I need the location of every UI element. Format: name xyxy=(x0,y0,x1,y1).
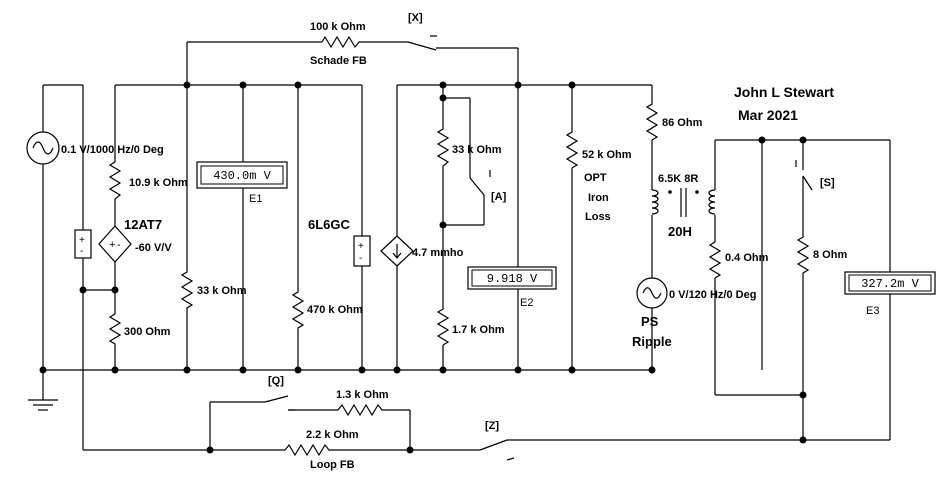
resistor-cathode xyxy=(108,310,122,348)
r-schade-label: 100 k Ohm xyxy=(310,21,366,33)
vccs-6l6gc: + - xyxy=(353,235,414,267)
resistor-schade xyxy=(321,35,362,49)
meter-e2-reading: 9.918 V xyxy=(487,272,538,286)
r-loop-label: 2.2 k Ohm xyxy=(306,429,359,441)
r-iron-label: 52 k Ohm xyxy=(582,149,632,161)
switch-z xyxy=(479,439,515,461)
vcvs-12at7: + - + - xyxy=(74,225,132,263)
resistors xyxy=(108,35,810,457)
svg-text:+: + xyxy=(358,241,364,252)
resistor-cathode-top xyxy=(108,158,122,205)
switch-a xyxy=(469,170,491,196)
svg-text:-: - xyxy=(117,239,121,251)
resistor-iron xyxy=(565,128,579,169)
resistor-load-1 xyxy=(180,268,194,310)
switch-s-label: [S] xyxy=(820,177,835,189)
junctions xyxy=(39,81,807,454)
vccs-gm-label: 4.7 mmho xyxy=(412,247,464,259)
ripple-source xyxy=(636,277,668,309)
svg-text:+: + xyxy=(109,239,115,251)
resistor-supply xyxy=(645,100,659,141)
tube-6l6gc: 6L6GC xyxy=(308,217,351,232)
svg-text:-: - xyxy=(80,246,83,257)
date: Mar 2021 xyxy=(738,107,798,123)
ground-symbol xyxy=(28,399,58,411)
labels: John L Stewart Mar 2021 [X] [A] [S] [Q] … xyxy=(61,12,847,471)
switches xyxy=(264,35,813,461)
resistor-secondary xyxy=(708,238,722,279)
r-cathode-top-label: 10.9 k Ohm xyxy=(129,177,188,189)
r-q-label: 1.3 k Ohm xyxy=(336,389,389,401)
opt-inductance-label: 20H xyxy=(668,224,692,239)
resistor-loop xyxy=(284,443,340,457)
r-sec-label: 0.4 Ohm xyxy=(725,252,769,264)
switch-z-label: [Z] xyxy=(485,420,499,432)
r-plate-lower-label: 1.7 k Ohm xyxy=(452,324,505,336)
switch-s xyxy=(795,160,813,198)
loss-label: Loss xyxy=(585,211,611,223)
output-transformer xyxy=(651,188,716,217)
resistor-grid xyxy=(291,288,305,330)
switch-q-label: [Q] xyxy=(268,375,284,387)
r-supply-label: 86 Ohm xyxy=(662,117,703,129)
ripple-label-ps: PS xyxy=(641,314,659,329)
r-load-1-label: 33 k Ohm xyxy=(197,285,247,297)
ripple-label-ripple: Ripple xyxy=(632,334,672,349)
meter-e3: 327.2m V E3 xyxy=(844,271,936,317)
r-speaker-label: 8 Ohm xyxy=(813,249,847,261)
tube-12at7: 12AT7 xyxy=(124,217,162,232)
switch-x-label: [X] xyxy=(408,12,423,24)
meter-e2-label: E2 xyxy=(520,297,533,309)
resistor-q xyxy=(337,403,385,417)
input-source xyxy=(26,131,60,165)
svg-text:-: - xyxy=(359,253,362,264)
r-plate-upper-label: 33 k Ohm xyxy=(452,144,502,156)
schade-fb-label: Schade FB xyxy=(310,55,367,67)
ripple-source-label: 0 V/120 Hz/0 Deg xyxy=(669,289,756,301)
resistor-plate-upper xyxy=(436,125,450,168)
author: John L Stewart xyxy=(734,84,834,100)
meter-e1-reading: 430.0m V xyxy=(213,169,271,183)
switch-q xyxy=(264,395,295,411)
meter-e3-reading: 327.2m V xyxy=(861,277,919,291)
svg-text:+: + xyxy=(79,235,85,246)
switch-a-label: [A] xyxy=(491,191,507,203)
resistor-plate-lower xyxy=(436,305,450,346)
resistor-speaker xyxy=(796,232,810,275)
opt-label: OPT xyxy=(584,172,607,184)
opt-ratio-label: 6.5K 8R xyxy=(658,173,698,185)
r-cathode-label: 300 Ohm xyxy=(124,326,171,338)
r-grid-label: 470 k Ohm xyxy=(307,304,363,316)
iron-label: Iron xyxy=(588,192,609,204)
switch-x xyxy=(407,35,518,51)
input-source-label: 0.1 V/1000 Hz/0 Deg xyxy=(61,144,164,156)
vcvs-gain-label: -60 V/V xyxy=(135,242,172,254)
meter-e1: 430.0m V E1 xyxy=(196,161,288,205)
meter-e1-label: E1 xyxy=(249,193,262,205)
meter-e3-label: E3 xyxy=(866,305,879,317)
meter-e2: 9.918 V E2 xyxy=(467,266,557,309)
loop-fb-label: Loop FB xyxy=(310,459,355,471)
